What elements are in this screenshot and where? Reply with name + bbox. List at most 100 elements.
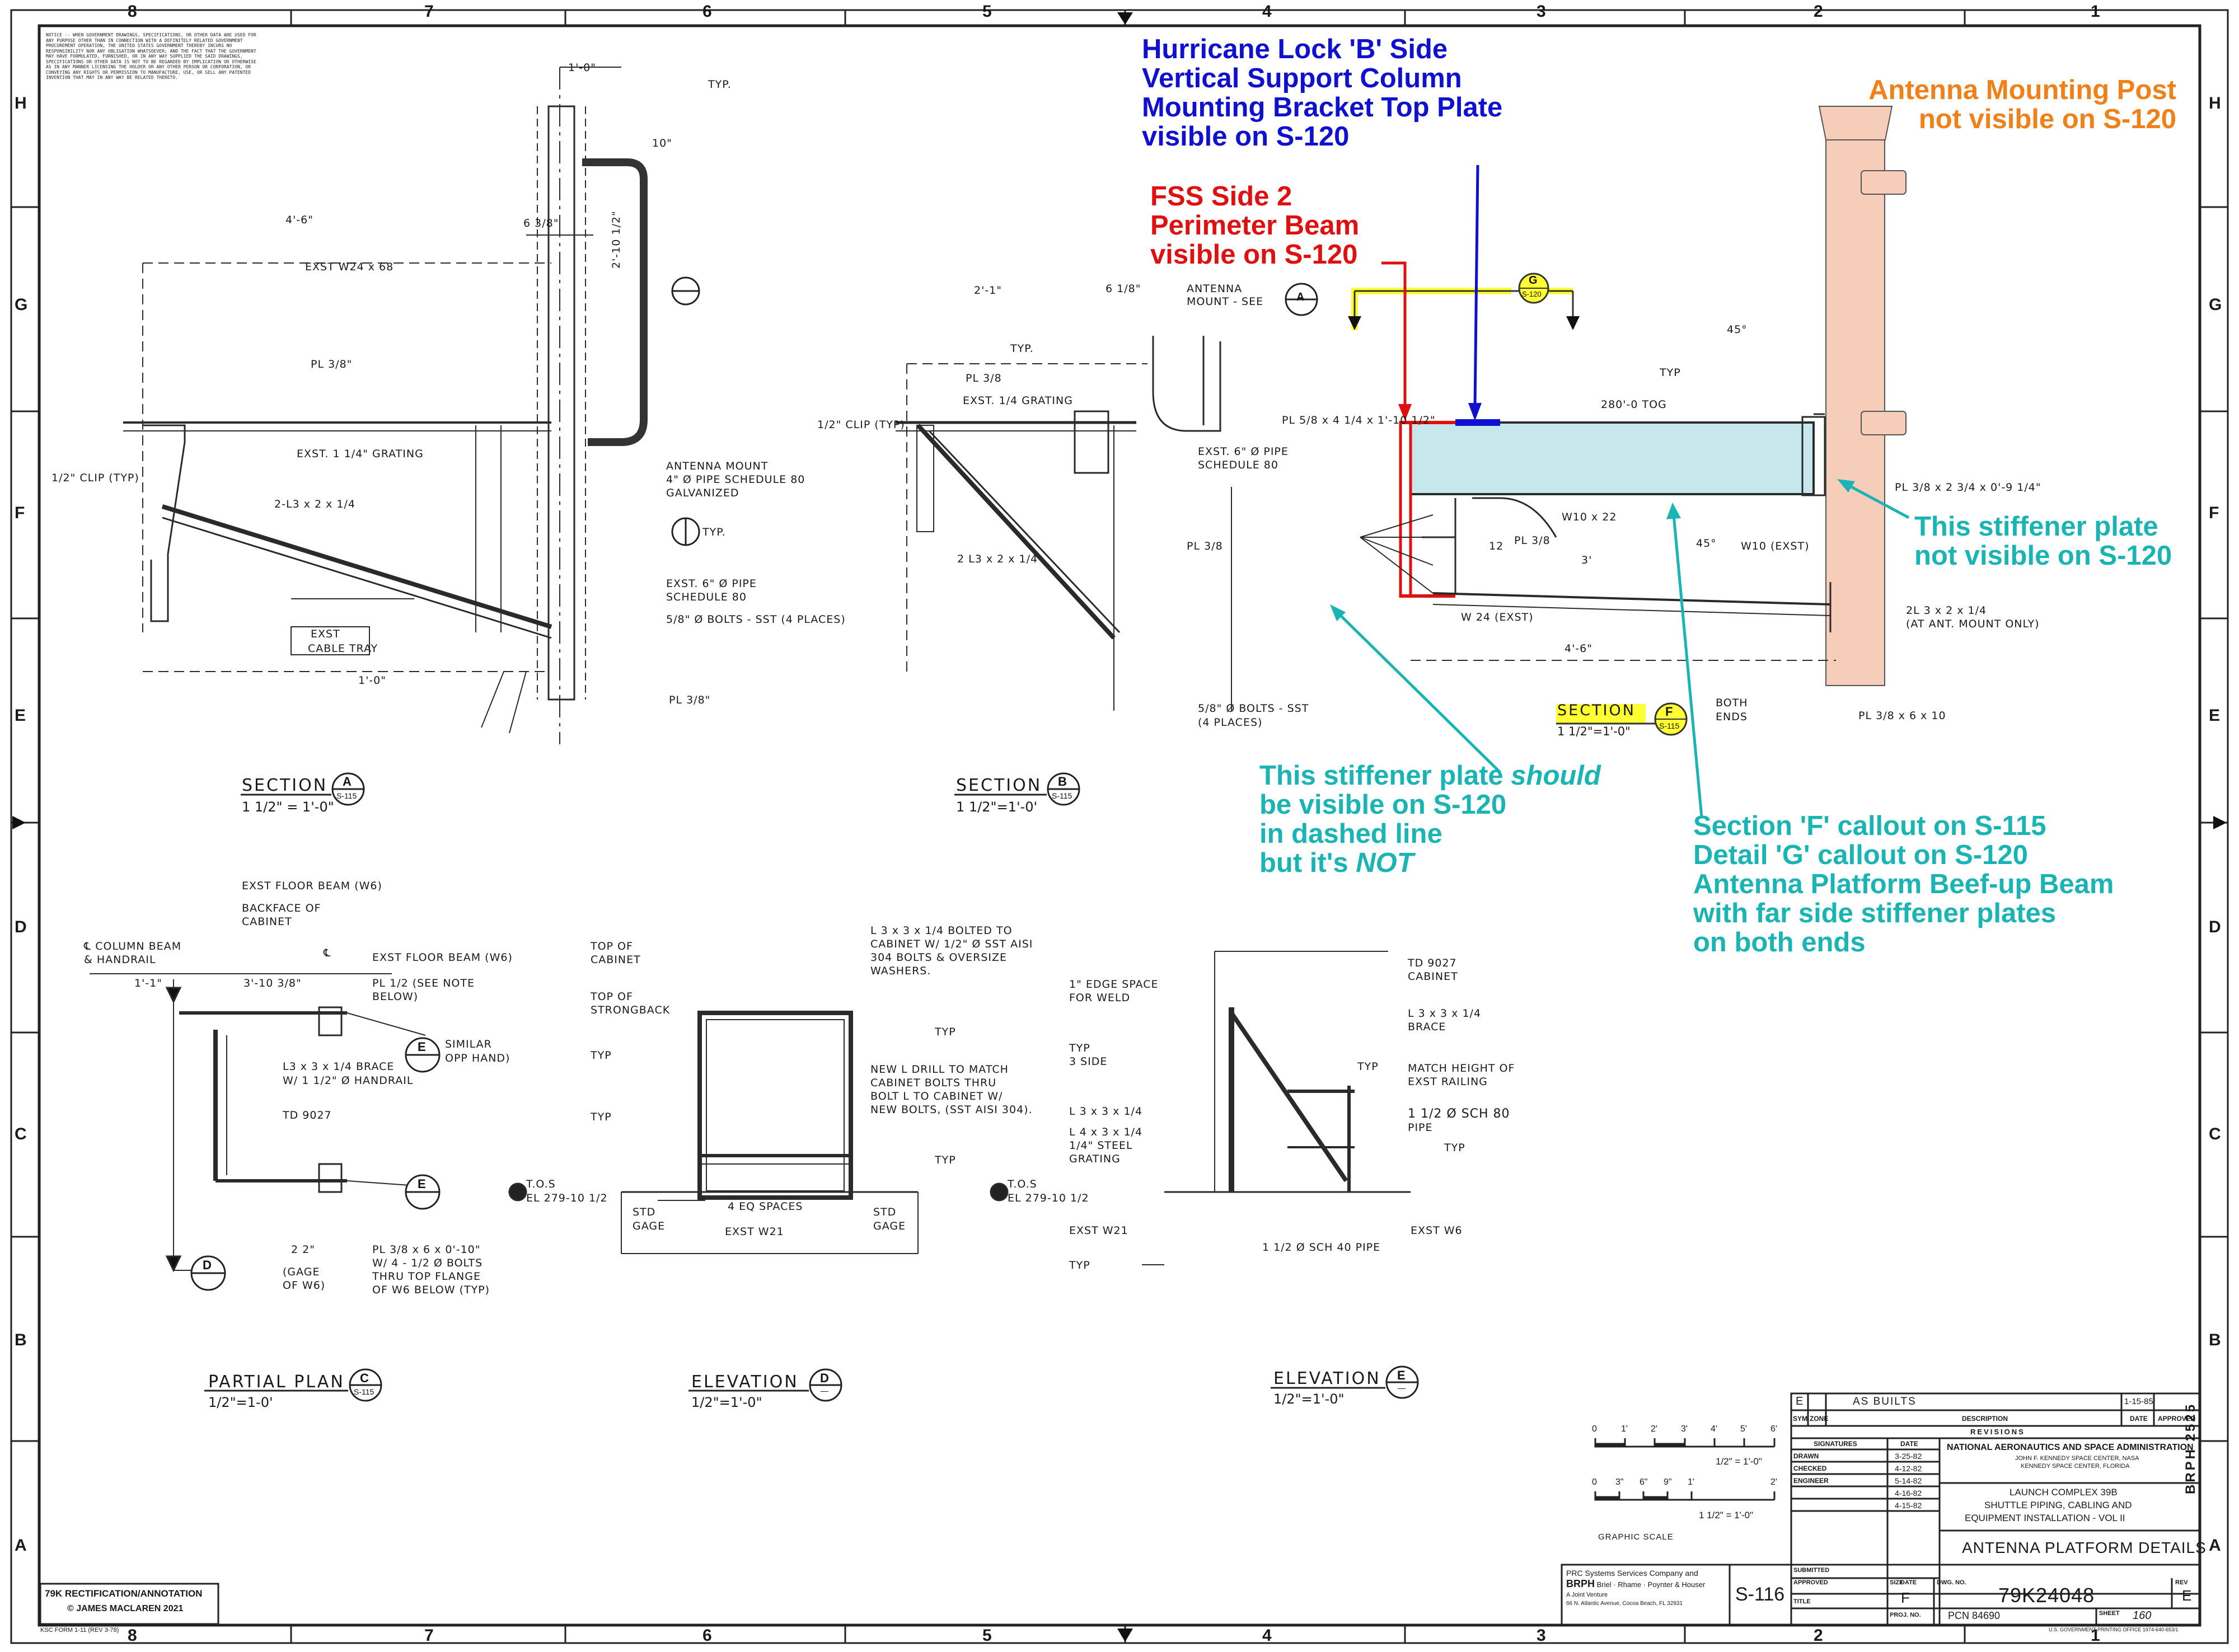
tb-contractor-3: A Joint Venture: [1566, 1592, 1608, 1598]
section-f-scale: 1 1/2"=1'-0": [1557, 725, 1631, 738]
stiffener-should-line-2: be visible on S-120: [1259, 790, 1507, 820]
label-d-gage1: GAGE: [633, 1220, 666, 1232]
label-f-w10x22: W10 x 22: [1562, 511, 1617, 523]
tb-location: KENNEDY SPACE CENTER, FLORIDA: [2021, 1463, 2130, 1470]
beam-w10x22-highlight: [1409, 421, 1815, 495]
label-c-td9027: TD 9027: [283, 1109, 332, 1121]
section-a-letter: A: [343, 775, 352, 789]
elevation-e-scale: 1/2"=1'-0": [1273, 1391, 1345, 1407]
tb-brph: BRPH: [1566, 1578, 1595, 1589]
rev-hdr-zone: ZONE: [1810, 1415, 1829, 1423]
label-c-similar: SIMILAR: [445, 1038, 492, 1050]
tb-proj-no-label: PROJ. NO.: [1890, 1612, 1921, 1618]
label-c-handrail2: W/ 1 1/2" Ø HANDRAIL: [283, 1074, 414, 1087]
annotation-stiffener-right: This stiffener plate not visible on S-12…: [1914, 512, 2172, 570]
detail-g-letter: G: [1529, 274, 1538, 287]
scale-bottom-tick-1: 3": [1615, 1477, 1624, 1487]
scale-bottom-tick-3: 9": [1664, 1477, 1672, 1487]
partial-plan-c-scale: 1/2"=1-0': [208, 1395, 273, 1410]
scale-top-label: 1/2" = 1'-0": [1716, 1456, 1762, 1467]
label-d-gage2: GAGE: [873, 1220, 906, 1232]
label-c-thru: THRU TOP FLANGE: [372, 1270, 481, 1283]
stiffener-should-text-1: This stiffener plate: [1259, 761, 1511, 791]
col-label-2: 2: [1814, 2, 1823, 21]
label-f-both: BOTH: [1716, 697, 1748, 709]
label-c-ofw6b: OF W6): [283, 1279, 326, 1292]
col-label-2-bottom: 2: [1814, 1626, 1823, 1645]
label-c-gage: (GAGE: [283, 1266, 320, 1278]
sig-date-header: DATE: [1900, 1440, 1918, 1448]
label-f-45b: 45°: [1696, 537, 1717, 550]
tb-sheet-no: 160: [2133, 1609, 2152, 1622]
tb-center: JOHN F. KENNEDY SPACE CENTER, NASA: [2015, 1455, 2139, 1462]
label-a-galv: GALVANIZED: [666, 487, 739, 499]
rev-hdr-date: DATE: [2130, 1415, 2148, 1423]
section-f-drawing: [1348, 106, 1907, 736]
row-label-b: B: [15, 1331, 27, 1349]
elevation-e-title: ELEVATION: [1273, 1369, 1381, 1388]
label-f-tog: 280'-0 TOG: [1601, 398, 1667, 411]
label-c-below: BELOW): [372, 991, 419, 1003]
col-label-7-bottom: 7: [424, 1626, 434, 1645]
tb-size-value: F: [1901, 1589, 1910, 1606]
col-label-8-bottom: 8: [128, 1626, 137, 1645]
label-b-2l3: 2 L3 x 2 x 1/4: [957, 553, 1038, 565]
tb-approved-date: DATE: [1900, 1579, 1917, 1586]
col-label-3-bottom: 3: [1537, 1626, 1546, 1645]
elevation-d-drawing: [508, 1011, 919, 1254]
scale-bottom-tick-0: 0: [1592, 1477, 1597, 1487]
sig-date-5: 4-15-82: [1895, 1501, 1922, 1510]
stiffener-should-em: should: [1511, 761, 1601, 791]
label-a-sched80: SCHEDULE 80: [666, 591, 747, 603]
tb-brph-vertical: BRPH 2525: [2183, 1402, 2198, 1494]
section-b-ref-letter: A: [1296, 291, 1305, 303]
section-b-scale: 1 1/2"=1'-0': [956, 799, 1038, 815]
section-b-sheet: S-115: [1052, 791, 1072, 800]
scale-top-tick-3: 3': [1681, 1424, 1688, 1434]
scale-top-tick-6: 6': [1770, 1424, 1777, 1434]
tb-gov-print: U.S. GOVERNMENT PRINTING OFFICE 1974-640…: [2049, 1627, 2179, 1632]
label-d-typ4: TYP: [935, 1154, 956, 1166]
sig-role-checked: CHECKED: [1793, 1465, 1827, 1472]
label-a-dim-638: 6 3/8": [523, 217, 559, 229]
form-number: KSC FORM 1-11 (REV 3-78): [40, 1627, 119, 1634]
stiffener-should-text-4: but it's: [1259, 848, 1356, 878]
label-a-dim-10: 1'-0": [568, 62, 596, 74]
label-a-dim-10b: 1'-0": [358, 674, 386, 687]
rev-date: 1-15-85: [2124, 1397, 2153, 1406]
label-f-pl58: PL 5/8 x 4 1/4 x 1'-10 1/2": [1282, 414, 1436, 426]
section-f-letter: F: [1665, 705, 1673, 719]
label-c-brace: L3 x 3 x 1/4 BRACE: [283, 1060, 395, 1073]
fss-side2-line-3: visible on S-120: [1150, 240, 1358, 270]
tb-contractor-1: PRC Systems Services Company and: [1566, 1569, 1698, 1578]
label-d-typ2: TYP: [591, 1111, 612, 1123]
label-f-ends: ENDS: [1716, 711, 1748, 723]
section-bubbles: [190, 276, 1419, 1402]
col-label-6: 6: [702, 2, 712, 21]
row-label-b-right: B: [2209, 1331, 2221, 1349]
tb-agency: NATIONAL AERONAUTICS AND SPACE ADMINISTR…: [1947, 1443, 2194, 1452]
tb-brph-names: Briel · Rhame · Poynter & Houser: [1596, 1580, 1706, 1589]
label-e-grating: GRATING: [1069, 1153, 1121, 1165]
scale-bottom-tick-4: 1': [1688, 1477, 1694, 1487]
label-d-w21: EXST W21: [725, 1226, 784, 1238]
hurricane-lock-line-4: visible on S-120: [1142, 121, 1350, 152]
label-b-typ: TYP.: [1010, 342, 1034, 355]
label-d-cabbolts: CABINET BOLTS THRU: [870, 1077, 997, 1089]
label-d-std2: STD: [873, 1206, 897, 1218]
sig-date-checked: 4-12-82: [1895, 1464, 1922, 1473]
label-e-typ4: TYP: [1069, 1259, 1090, 1271]
row-label-e: E: [15, 706, 26, 725]
tb-sheet-ref: S-116: [1735, 1584, 1785, 1605]
label-e-cabinet: CABINET: [1408, 970, 1458, 983]
label-a-typ2: TYP.: [708, 78, 732, 91]
sig-role-drawn: DRAWN: [1793, 1452, 1819, 1460]
label-a-clip: 1/2" CLIP (TYP): [51, 472, 139, 484]
tb-title-label: TITLE: [1793, 1598, 1811, 1605]
revisions-label: REVISIONS: [1970, 1428, 2025, 1436]
notice-text: NOTICE -- WHEN GOVERNMENT DRAWINGS, SPEC…: [46, 32, 256, 80]
label-b-dim-21: 2'-1": [974, 284, 1002, 297]
label-c-floor-beam2: EXST FLOOR BEAM (W6): [372, 951, 513, 964]
row-label-a-right: A: [2209, 1536, 2221, 1555]
label-d-cabinet: CABINET: [591, 954, 641, 966]
